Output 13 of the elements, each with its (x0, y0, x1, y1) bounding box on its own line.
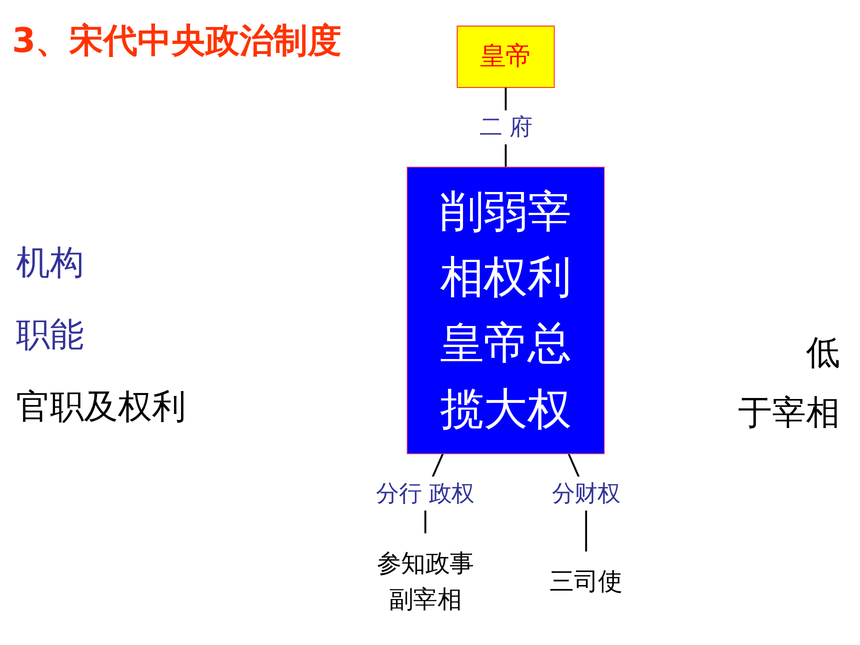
edge-label: 分行 政权 (376, 480, 475, 507)
node-box: 削弱宰相权利 皇帝总揽大权 (407, 166, 606, 454)
side-label: 机构 (16, 242, 85, 285)
edge-label: 二 府 (480, 114, 532, 141)
node-box: 皇帝 (457, 26, 555, 88)
side-label: 于宰相 (737, 392, 840, 435)
side-label: 低 (805, 332, 840, 375)
side-label: 官职及权利 (16, 386, 187, 429)
edge-label: 分财权 (552, 480, 621, 507)
node-text: 三司使 (550, 566, 623, 596)
node-text: 参知政事 副宰相 (377, 548, 474, 614)
title: 3、宋代中央政治制度 (12, 20, 342, 63)
side-label: 职能 (16, 314, 85, 357)
